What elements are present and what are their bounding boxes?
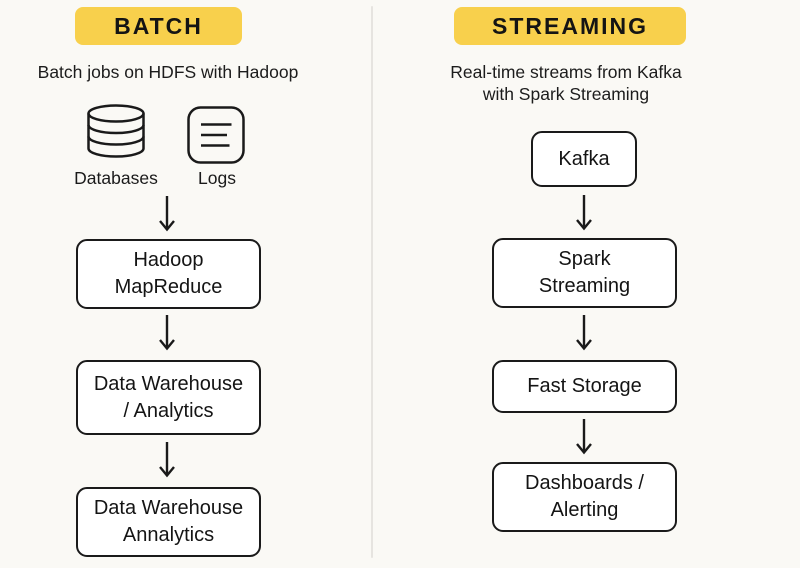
arrow-down-icon bbox=[574, 418, 594, 456]
batch-badge: BATCH bbox=[75, 7, 242, 45]
node-spark-streaming: Spark Streaming bbox=[492, 238, 677, 308]
node-data-warehouse-analytics: Data Warehouse / Analytics bbox=[76, 360, 261, 435]
streaming-subtitle: Real-time streams from Kafka with Spark … bbox=[450, 62, 682, 104]
arrow-down-icon bbox=[574, 314, 594, 352]
batch-subtitle: Batch jobs on HDFS with Hadoop bbox=[37, 62, 299, 82]
logs-icon bbox=[187, 106, 245, 169]
node-data-warehouse-annalytics: Data Warehouse Annalytics bbox=[76, 487, 261, 557]
node-hadoop-mapreduce: Hadoop MapReduce bbox=[76, 239, 261, 309]
arrow-down-icon bbox=[574, 194, 594, 232]
databases-label: Databases bbox=[74, 168, 158, 188]
streaming-badge: STREAMING bbox=[454, 7, 686, 45]
logs-label: Logs bbox=[198, 168, 236, 188]
arrow-down-icon bbox=[157, 195, 177, 233]
database-icon bbox=[86, 104, 146, 163]
arrow-down-icon bbox=[157, 441, 177, 479]
column-divider bbox=[371, 6, 373, 558]
node-dashboards-alerting: Dashboards / Alerting bbox=[492, 462, 677, 532]
arrow-down-icon bbox=[157, 314, 177, 352]
node-kafka: Kafka bbox=[531, 131, 637, 187]
node-fast-storage: Fast Storage bbox=[492, 360, 677, 413]
